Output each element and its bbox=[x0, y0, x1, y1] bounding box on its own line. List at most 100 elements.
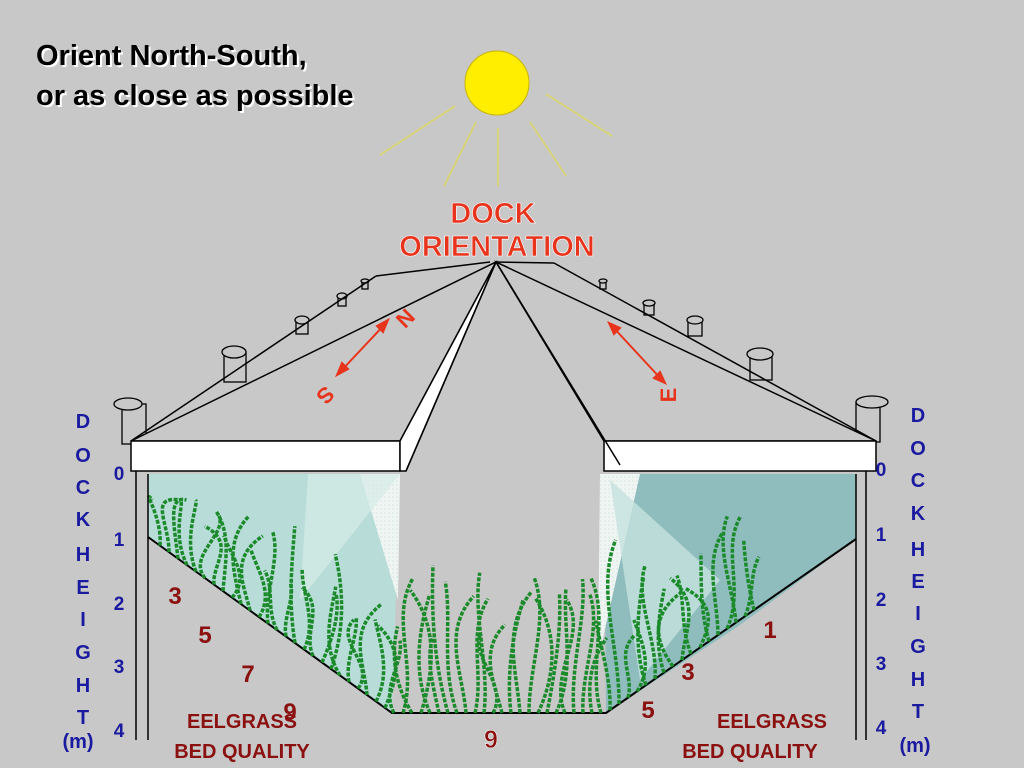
left-axis-letter: T bbox=[77, 707, 89, 729]
eelgrass-blade bbox=[533, 597, 554, 714]
eelgrass-blade bbox=[239, 534, 264, 611]
left-axis-letter: G bbox=[75, 642, 91, 664]
light-shaft-left-2 bbox=[300, 474, 400, 600]
eelgrass-blade bbox=[263, 569, 279, 631]
eelgrass-blade bbox=[443, 581, 459, 714]
left-unit: (m) bbox=[62, 731, 93, 753]
right-axis-letter: E bbox=[911, 571, 924, 593]
eelgrass-blade bbox=[742, 540, 756, 611]
eelgrass-blade bbox=[632, 619, 647, 693]
seabed-line bbox=[147, 536, 857, 714]
right-axis-letter: D bbox=[911, 405, 925, 427]
eelgrass-blade bbox=[476, 572, 487, 714]
right-quality-label-1: EELGRASS bbox=[717, 711, 827, 733]
sun bbox=[379, 50, 613, 187]
eelgrass-blade bbox=[589, 577, 603, 714]
left-axis-letter: H bbox=[76, 675, 90, 697]
center-quality-value: 9 bbox=[484, 726, 498, 754]
eelgrass-blade bbox=[203, 524, 223, 585]
left-axis-letter: C bbox=[76, 477, 90, 499]
right-axis-tick: 3 bbox=[876, 654, 887, 675]
eelgrass-blade bbox=[265, 530, 277, 624]
left-axis-letter: E bbox=[76, 577, 89, 599]
eelgrass-blade bbox=[160, 497, 181, 553]
left-axis-letter: H bbox=[76, 544, 90, 566]
eelgrass-blade bbox=[656, 591, 682, 668]
left-quality-value: 7 bbox=[241, 661, 254, 688]
right-axis-tick: 4 bbox=[876, 718, 887, 739]
left-quality-label-1: EELGRASS bbox=[187, 711, 297, 733]
left-axis-tick: 0 bbox=[114, 464, 125, 485]
arrow-east bbox=[611, 325, 663, 381]
eelgrass-blade bbox=[571, 578, 585, 714]
eelgrass-blade bbox=[408, 589, 433, 714]
dock-right bbox=[494, 260, 877, 472]
eelgrass-blade bbox=[640, 565, 657, 680]
eelgrass-blade bbox=[358, 602, 383, 696]
left-quality-value: 9 bbox=[283, 699, 296, 726]
left-quality-value: 3 bbox=[168, 583, 181, 610]
right-axis-letter: H bbox=[911, 669, 925, 691]
eelgrass-blade bbox=[300, 568, 312, 651]
eelgrass-blade bbox=[387, 640, 403, 714]
eelgrass-blade bbox=[685, 587, 710, 649]
eelgrass-blade bbox=[430, 565, 450, 714]
right-axis-letter: I bbox=[915, 603, 921, 625]
dock-left bbox=[130, 260, 498, 472]
left-axis-tick: 1 bbox=[114, 530, 125, 551]
eelgrass-blade bbox=[214, 510, 228, 592]
eelgrass-blade bbox=[511, 590, 534, 714]
right-axis-tick: 1 bbox=[876, 525, 887, 546]
title-line-2: or as close as possible bbox=[36, 80, 354, 112]
eelgrass-blade bbox=[188, 498, 198, 573]
left-axis-tick: 4 bbox=[114, 721, 125, 742]
right-quality-label-2: BED QUALITY bbox=[682, 741, 818, 763]
eelgrass-blade bbox=[636, 576, 648, 686]
right-quality-value: 1 bbox=[763, 617, 776, 644]
left-axis-letter: K bbox=[76, 509, 91, 531]
right-axis-letter: G bbox=[910, 636, 926, 658]
eelgrass-blade bbox=[711, 532, 724, 636]
eelgrass-blade bbox=[417, 594, 432, 714]
eelgrass-bed bbox=[147, 495, 761, 714]
left-axis-letter: O bbox=[75, 445, 91, 467]
dock-orientation-line-2: ORIENTATION bbox=[399, 231, 594, 263]
eelgrass-blade bbox=[454, 594, 475, 714]
arrow-north-south bbox=[339, 322, 387, 373]
sun-icon bbox=[464, 50, 530, 116]
right-axis-letter: C bbox=[911, 470, 925, 492]
eelgrass-blade bbox=[477, 634, 499, 714]
eelgrass-blade bbox=[559, 598, 576, 714]
right-axis-letter: O bbox=[910, 438, 926, 460]
eelgrass-blade bbox=[675, 574, 693, 655]
eelgrass-blade bbox=[545, 594, 562, 714]
right-quality-values: 135 bbox=[641, 617, 776, 724]
eelgrass-blade bbox=[554, 589, 569, 714]
compass-arrows bbox=[334, 317, 668, 386]
right-axis-letter: K bbox=[911, 503, 926, 525]
left-quality-value: 5 bbox=[198, 622, 211, 649]
eelgrass-blade bbox=[507, 599, 525, 714]
eelgrass-blade bbox=[249, 549, 267, 619]
right-quality-value: 3 bbox=[681, 659, 694, 686]
eelgrass-blade bbox=[401, 577, 415, 714]
dock-orientation-line-1: DOCK bbox=[450, 198, 535, 230]
right-axis-tick: 2 bbox=[876, 590, 887, 611]
eelgrass-blade bbox=[725, 515, 742, 630]
eelgrass-blade bbox=[346, 616, 359, 683]
eelgrass-blade bbox=[588, 636, 609, 714]
title-line-1: Orient North-South, bbox=[36, 40, 307, 72]
eelgrass-blade bbox=[346, 618, 365, 690]
eelgrass-blade bbox=[147, 495, 162, 546]
eelgrass-blade bbox=[488, 623, 507, 714]
eelgrass-blade bbox=[289, 526, 297, 644]
eelgrass-blade bbox=[699, 553, 711, 642]
eelgrass-blade bbox=[222, 535, 242, 599]
eelgrass-blade bbox=[198, 515, 222, 580]
compass-east: E bbox=[656, 388, 681, 403]
eelgrass-blade bbox=[473, 597, 490, 714]
